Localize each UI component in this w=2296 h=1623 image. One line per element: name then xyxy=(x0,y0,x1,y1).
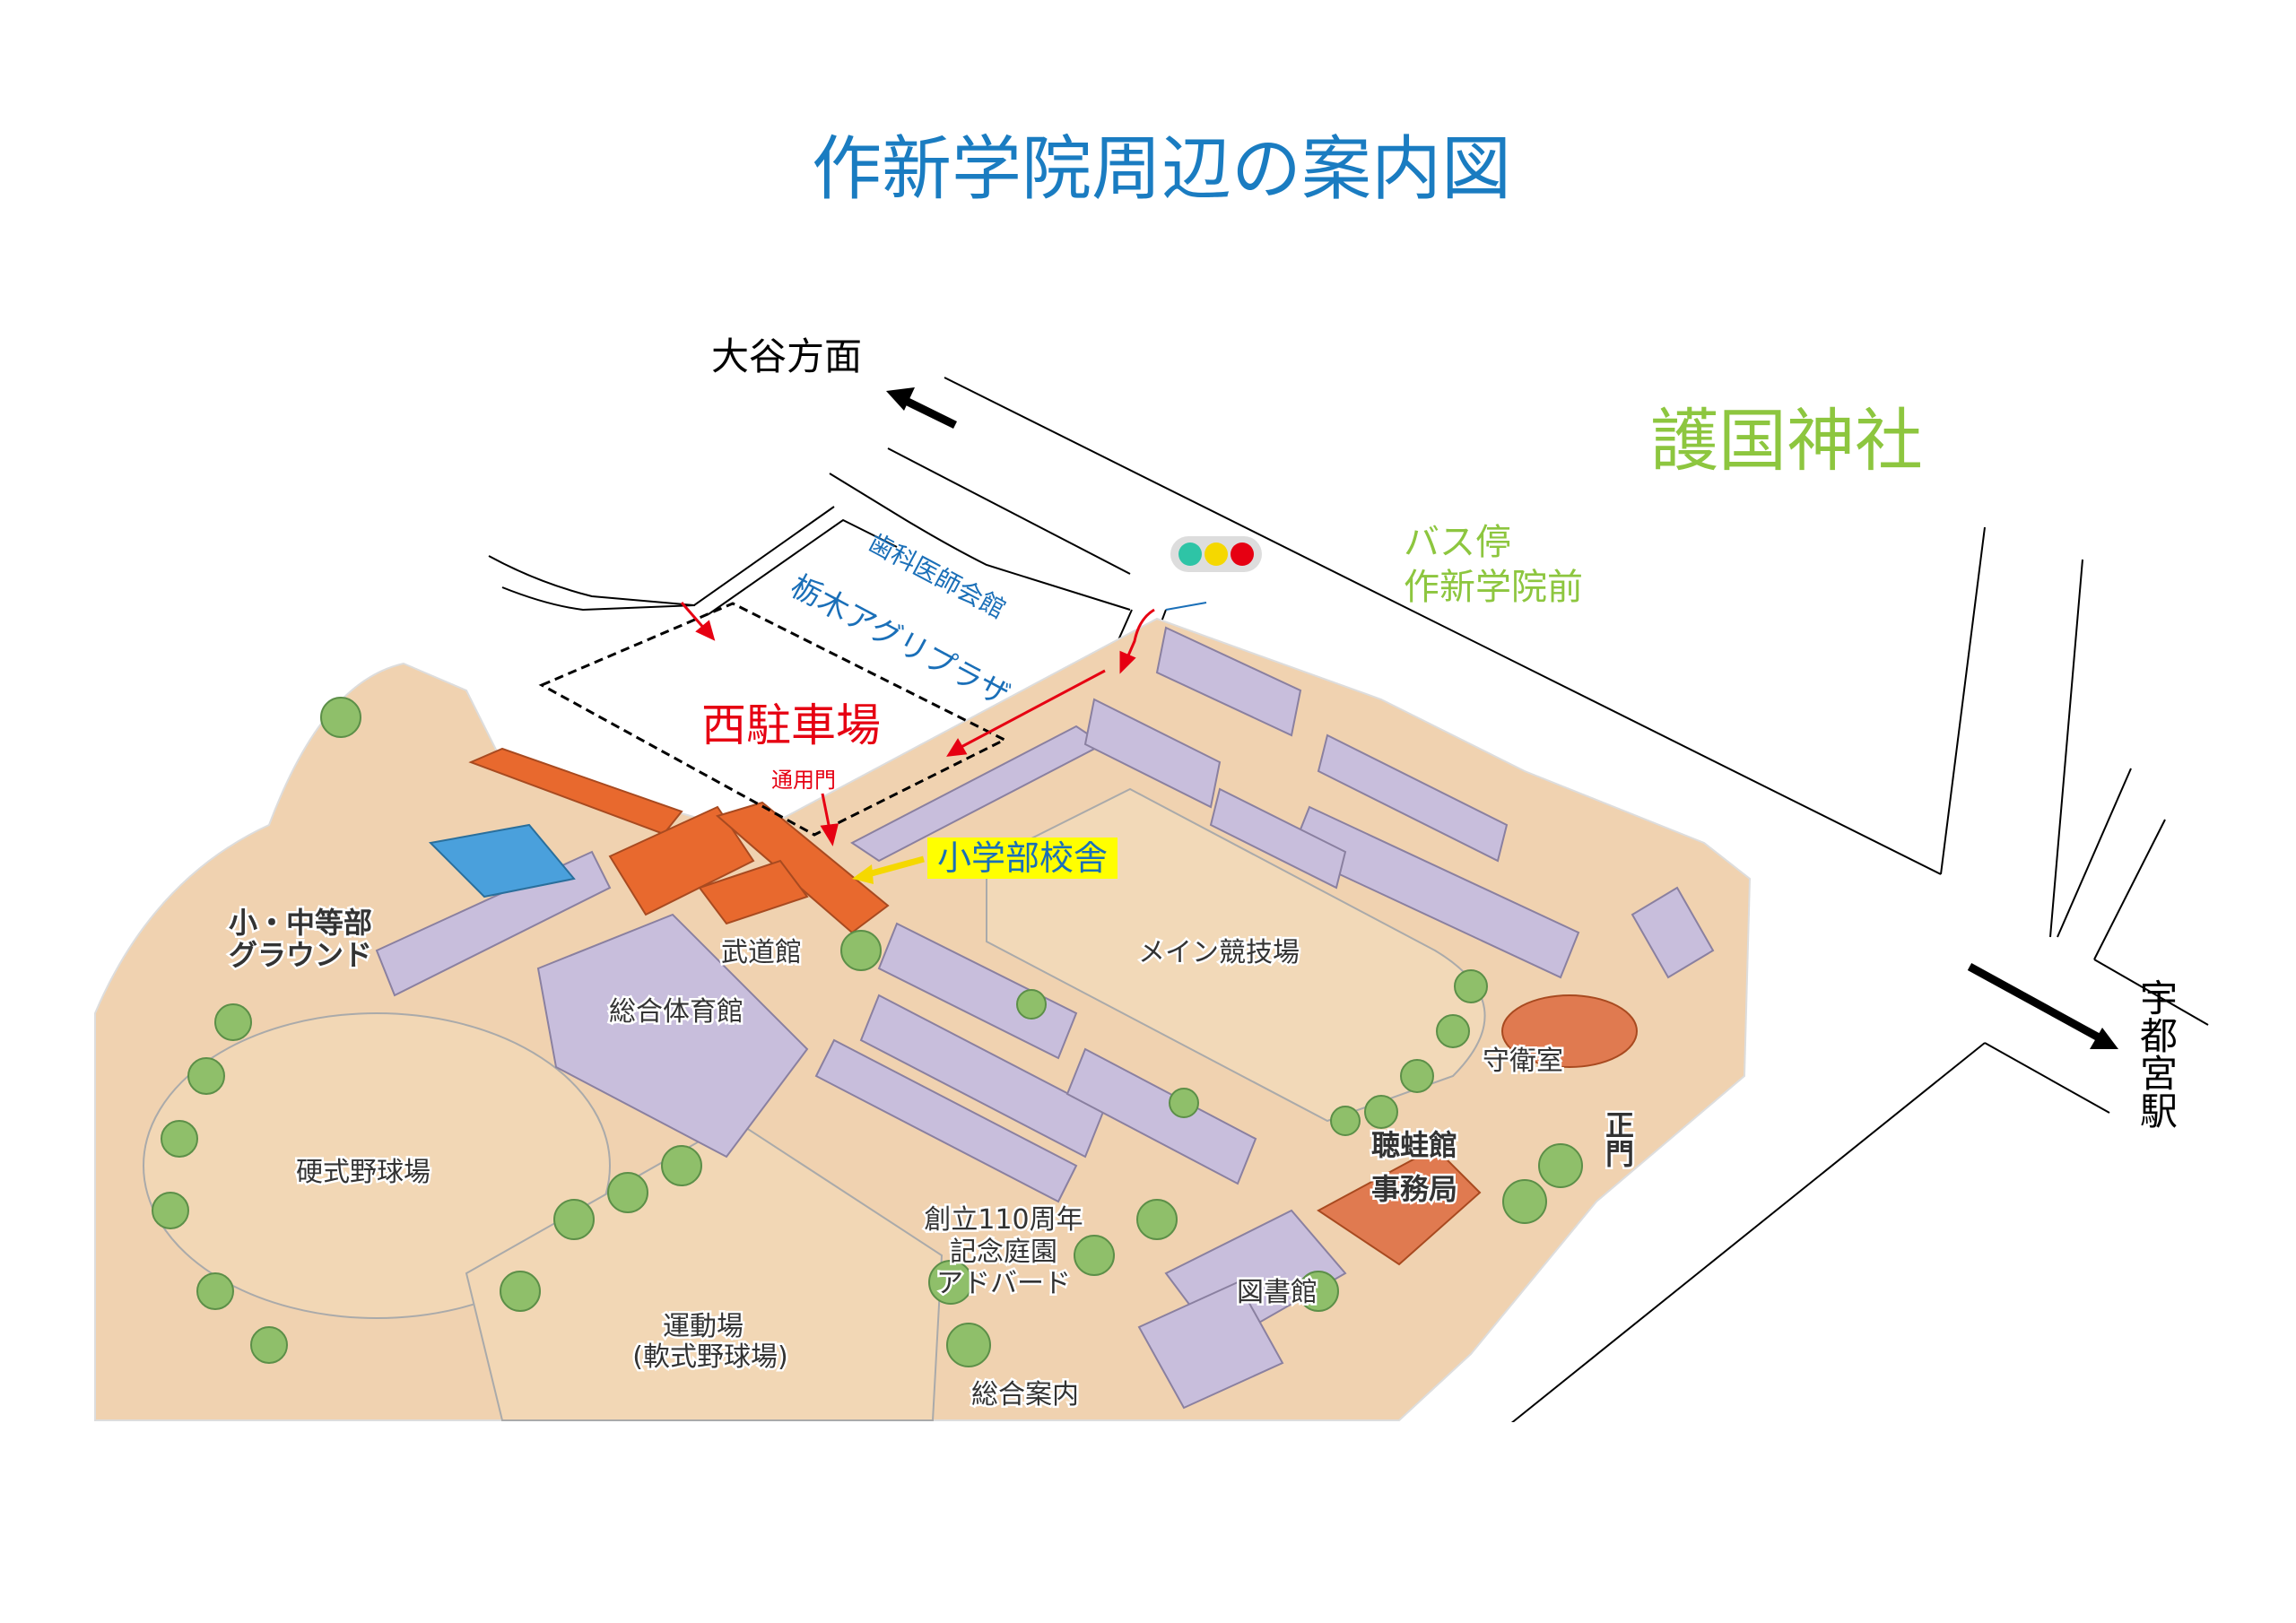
dental-hall-label: 歯科医師会館 xyxy=(864,527,1011,624)
west-parking-label: 西駐車場 xyxy=(701,699,881,751)
main-stadium-label: メイン競技場 xyxy=(1138,937,1300,968)
budokan-label: 武道館 xyxy=(721,937,802,968)
choakan-label: 聴蛙館 xyxy=(1371,1128,1457,1162)
choakan-building xyxy=(1317,1146,1482,1266)
map-title: 作新学院周辺の案内図 xyxy=(812,129,1511,210)
ground-label-line2: グラウンド xyxy=(229,938,372,972)
gym-building xyxy=(536,913,809,1159)
ground-label-line1: 小・中等部 xyxy=(229,906,372,940)
gokoku-shrine-label: 護国神社 xyxy=(1650,401,1923,481)
roads xyxy=(488,377,2209,1428)
traffic-light-icon xyxy=(1170,536,1262,572)
garden-label-line2: 記念庭園 xyxy=(950,1237,1057,1268)
direction-oya: 大谷方面 xyxy=(711,334,862,378)
office-label: 事務局 xyxy=(1371,1172,1457,1206)
athletic-field-label-line2: (軟式野球場) xyxy=(632,1341,787,1373)
athletic-field xyxy=(465,1119,944,1421)
baseball-field xyxy=(143,1012,611,1319)
garden-label-line1: 創立110周年 xyxy=(924,1204,1083,1236)
athletic-field-label-line1: 運動場 xyxy=(663,1311,744,1342)
bus-stop-label: バス停 xyxy=(1404,522,1511,563)
elementary-building-callout: 小学部校舎 xyxy=(852,838,1118,884)
info-label: 総合案内 xyxy=(971,1379,1079,1410)
library-label: 図書館 xyxy=(1237,1277,1318,1308)
arrow-to-utsunomiya-icon xyxy=(1967,963,2118,1049)
direction-utsunomiya-station: 宇都宮駅 xyxy=(2135,978,2179,1129)
bus-stop-name: 作新学院前 xyxy=(1404,567,1583,608)
main-gate-label: 正門 xyxy=(1601,1110,1635,1167)
garden-label-line3: アドバード xyxy=(936,1268,1071,1299)
arrow-to-oya-icon xyxy=(886,387,957,430)
gym-label: 総合体育館 xyxy=(609,996,744,1028)
entry-route-arrows xyxy=(680,602,1155,846)
guard-room-building xyxy=(1501,994,1638,1068)
elementary-building-label: 小学部校舎 xyxy=(937,838,1108,878)
baseball-field-label: 硬式野球場 xyxy=(296,1157,430,1188)
guard-room-label: 守衛室 xyxy=(1483,1046,1563,1077)
campus-illustration xyxy=(94,617,1752,1421)
service-gate-label: 通用門 xyxy=(771,768,836,793)
pool xyxy=(428,823,576,898)
